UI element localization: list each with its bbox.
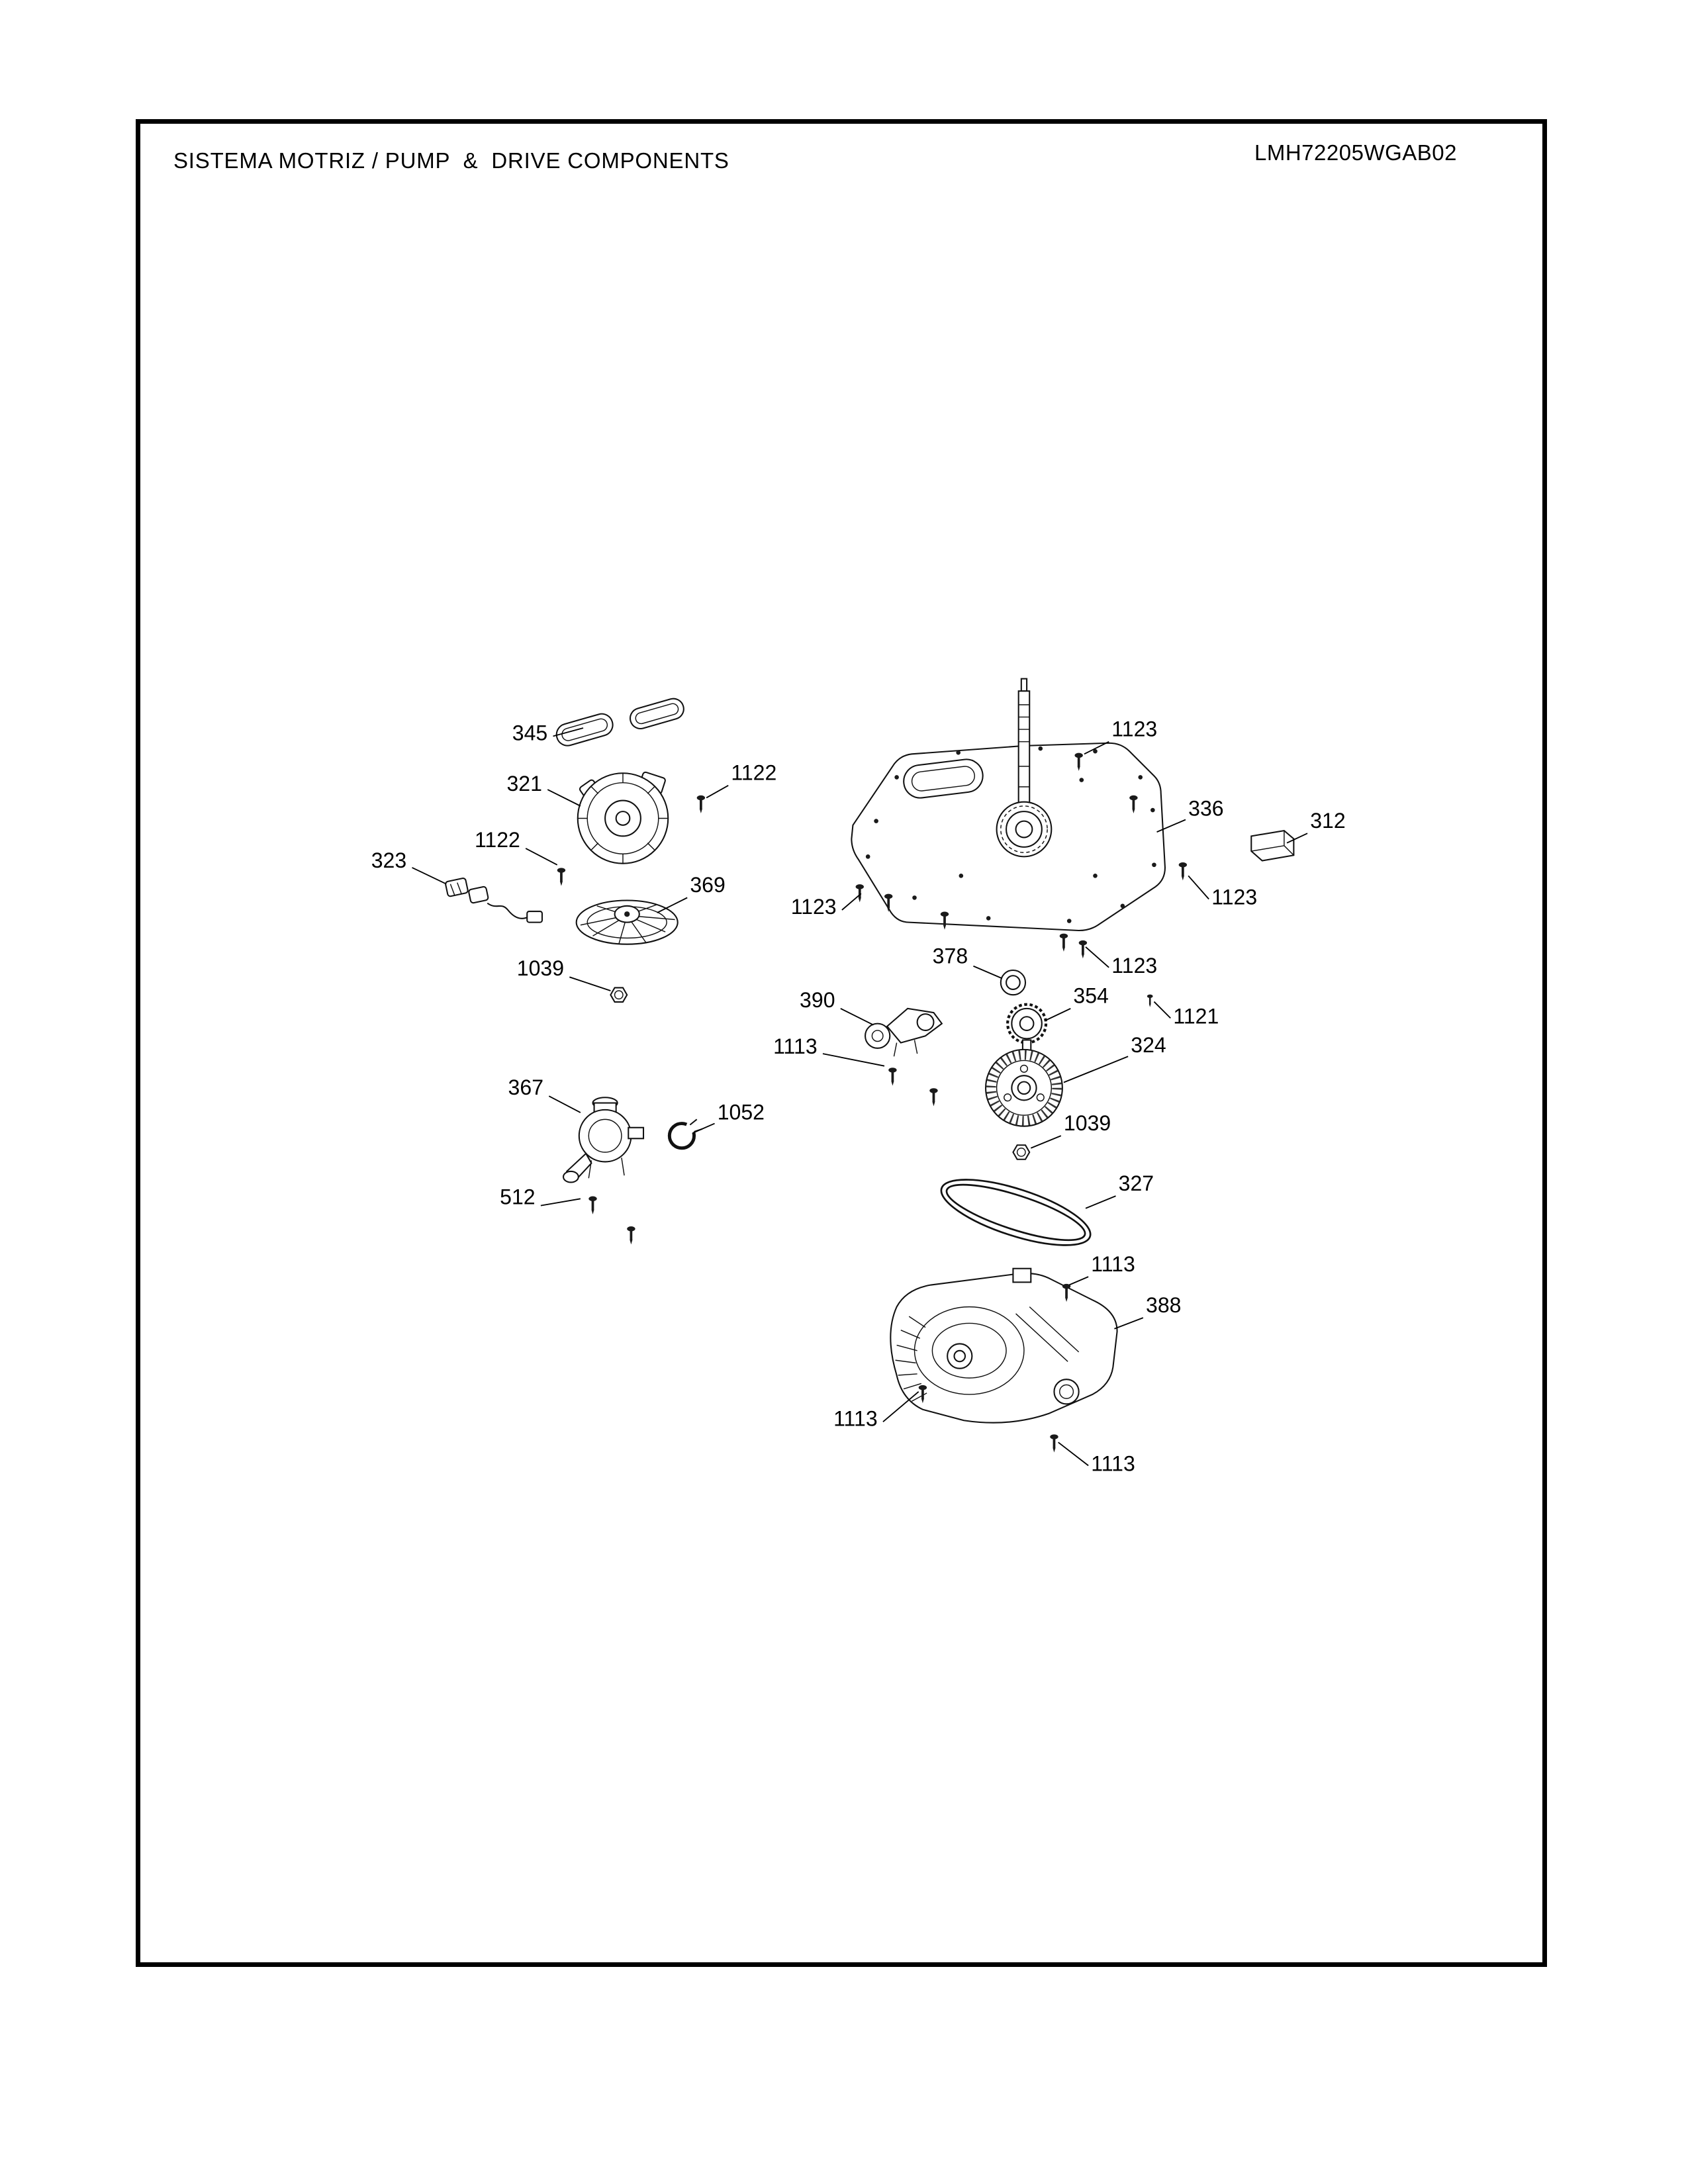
callout-leader-line (840, 1008, 874, 1026)
clamp-drawing (667, 1118, 703, 1150)
part-number-label: 336 (1188, 796, 1223, 820)
callout-leader-line (973, 965, 1003, 979)
callout-leader-line (1153, 1001, 1171, 1019)
callout-leader-line (1063, 1056, 1129, 1083)
part-number-label: 1039 (1064, 1111, 1111, 1135)
wire-harness-drawing (445, 878, 543, 923)
part-number-label: 390 (800, 988, 835, 1012)
part-number-label: 1123 (1211, 886, 1257, 909)
bracket-drawing (1250, 829, 1295, 862)
part-number-label: 1113 (1091, 1252, 1135, 1276)
belt-drawing (940, 1179, 1092, 1246)
part-number-label: 369 (690, 873, 725, 897)
callout-leader-line (1286, 833, 1308, 844)
part-number-label: 1123 (791, 895, 837, 919)
part-number-label: 1122 (475, 828, 520, 852)
fan-rotor-drawing (575, 899, 679, 945)
callout-leader-line (706, 785, 729, 799)
part-number-label: 321 (506, 772, 541, 796)
part-number-label: 1113 (833, 1407, 878, 1431)
callout-leader-line (548, 1095, 581, 1113)
part-number-label: 1123 (1111, 954, 1157, 978)
motor-drawing (577, 771, 669, 864)
pump-drawing (562, 1097, 645, 1183)
part-number-label: 1123 (1111, 717, 1157, 741)
callout-leader-line (1084, 741, 1109, 755)
part-number-label: 1039 (517, 956, 564, 980)
part-number-label: 512 (500, 1185, 535, 1209)
callout-leader-line (1085, 946, 1109, 968)
callout-leader-line (882, 1391, 919, 1423)
part-number-label: 1052 (718, 1100, 765, 1124)
part-number-label: 324 (1131, 1033, 1166, 1057)
motor-cap-drawing (555, 698, 684, 747)
part-number-label: 1113 (1091, 1452, 1135, 1476)
callout-leader-line (1114, 1317, 1144, 1330)
callout-leader-line (1085, 1195, 1116, 1209)
drive-gear-drawing (1006, 1003, 1048, 1055)
callout-leader-line (540, 1198, 581, 1206)
diagram-title: SISTEMA MOTRIZ / PUMP & DRIVE COMPONENTS (173, 148, 729, 173)
part-number-label: 345 (512, 721, 547, 745)
part-number-label: 312 (1310, 809, 1345, 833)
part-number-label: 323 (371, 848, 406, 872)
callout-leader-line (1156, 819, 1186, 833)
part-number-label: 327 (1119, 1171, 1154, 1195)
bottom-cover-drawing (890, 1267, 1118, 1424)
part-number-label: 1121 (1173, 1005, 1219, 1028)
callout-leader-line (569, 976, 611, 991)
drive-shaft-drawing (996, 678, 1053, 858)
callout-leader-line (1068, 1276, 1089, 1286)
hex-nut-drawing (610, 987, 628, 1003)
part-number-label: 378 (933, 944, 968, 968)
callout-leader-line (657, 897, 688, 913)
pulley-drawing (985, 1048, 1063, 1127)
part-number-label: 1122 (731, 761, 776, 785)
callout-leader-line (547, 789, 581, 807)
callout-leader-line (553, 727, 584, 737)
callout-leader-line (692, 1122, 715, 1134)
callout-leader-line (1044, 1008, 1071, 1022)
part-number-label: 367 (508, 1075, 543, 1099)
callout-leader-line (822, 1053, 885, 1067)
retainer-ring-drawing (1000, 969, 1027, 996)
callout-leader-line (1030, 1135, 1062, 1149)
callout-leader-line (525, 848, 558, 866)
callout-layer: 345 1122 321 1122 323 369 1039 390 1113 367 1052 51… (371, 717, 1346, 1475)
part-number-label: 388 (1146, 1293, 1181, 1317)
callout-leader-line (412, 867, 447, 885)
hex-nut-drawing (1012, 1144, 1031, 1160)
part-number-label: 1113 (773, 1034, 818, 1058)
callout-leader-line (1058, 1441, 1089, 1467)
callout-leader-line (841, 893, 862, 911)
callout-leader-line (1188, 875, 1209, 900)
model-number: LMH72205WGAB02 (1254, 140, 1457, 165)
part-number-label: 354 (1073, 984, 1108, 1008)
page-border (136, 119, 1547, 1967)
shifter-drawing (865, 1007, 943, 1057)
